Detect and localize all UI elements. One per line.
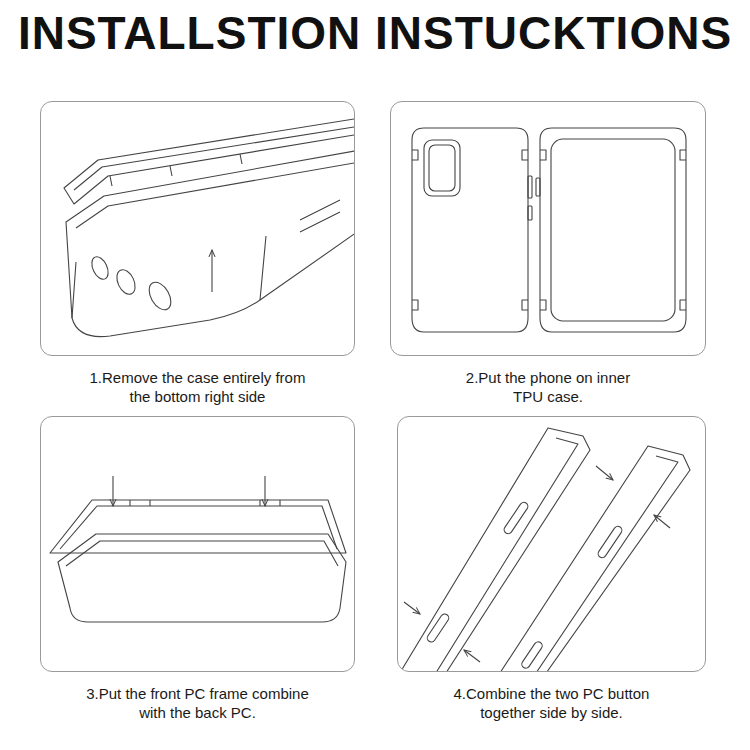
step-panel: 3.Put the front PC frame combine with th…	[40, 416, 355, 722]
title-bar: INSTALLSTION INSTUCKTIONS	[0, 6, 750, 60]
case-removal-sketch	[64, 118, 354, 337]
step-panel: 4.Combine the two PC button together sid…	[397, 416, 706, 722]
step-caption: 1.Remove the case entirely from the bott…	[89, 368, 307, 406]
step-panel: 1.Remove the case entirely from the bott…	[40, 101, 355, 406]
step-panel: 2.Put the phone on inner TPU case.	[390, 101, 706, 406]
panel-frame	[40, 101, 355, 356]
panel-frame	[390, 101, 706, 356]
panel-frame	[40, 416, 355, 672]
step-caption: 2.Put the phone on inner TPU case.	[452, 368, 644, 406]
title-text: INSTALLSTION INSTUCKTIONS	[18, 6, 732, 60]
case-parts-sketch	[412, 128, 686, 332]
step-caption: 3.Put the front PC frame combine with th…	[73, 684, 323, 722]
step-caption: 4.Combine the two PC button together sid…	[436, 684, 668, 722]
side-pieces-sketch	[398, 428, 690, 671]
panel-frame	[397, 416, 706, 672]
frame-combine-sketch	[50, 476, 346, 622]
